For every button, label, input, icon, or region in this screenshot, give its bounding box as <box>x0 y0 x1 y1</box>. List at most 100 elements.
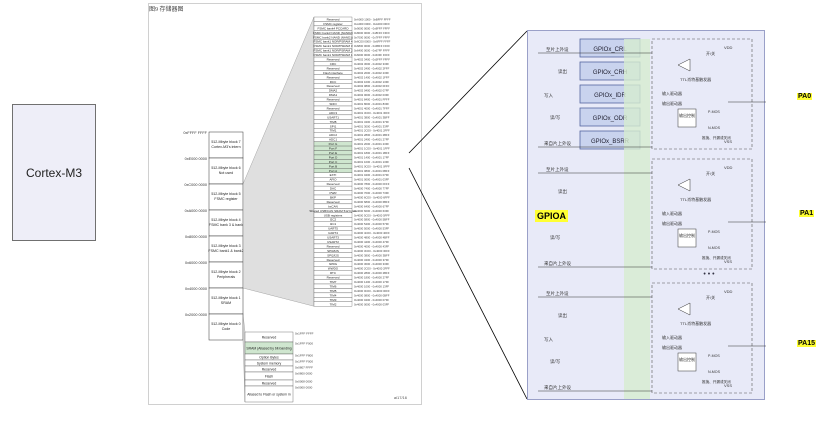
label-on-off: 开/关 <box>706 50 715 56</box>
periph-address: 0x4001 2800 - 0x4001 2BFF <box>354 133 390 137</box>
periph-address: 0x4001 3C00 - 0x4001 3FFF <box>354 111 390 115</box>
periph-name: IWDG <box>329 262 338 266</box>
periph-address: 0x7000 0000 - 0x7FFF FFFF <box>354 35 390 39</box>
periph-name: EXTI <box>330 173 337 177</box>
periph-name: Reserved <box>327 75 340 79</box>
memory-block-address: 0x2000 0000 <box>185 313 207 317</box>
periph-address: 0x4000 1400 - 0x4000 17FF <box>354 280 389 284</box>
memory-map-title: 图9 存储器图 <box>149 7 184 13</box>
periph-name: Reserved <box>327 98 340 102</box>
periph-address: 0x4000 4C00 - 0x4000 4FFF <box>354 231 390 235</box>
label-pull-up: 至片上外设 <box>546 46 569 53</box>
memory-block-label: 512-Mbyte block 2 <box>211 270 240 274</box>
periph-name: USB registers <box>324 213 343 217</box>
label-output-ctrl: 输出控制 <box>679 232 695 238</box>
periph-name: FSMC bank1 NOR/PSRAM 3 <box>313 44 352 48</box>
label-read: 读出 <box>558 188 567 195</box>
code-region-address: 0x0000 0000 <box>295 386 313 390</box>
register-label: GPIOx_IDR <box>594 93 626 99</box>
periph-address: 0x4001 0800 - 0x4001 0BFF <box>354 169 390 173</box>
memory-block-address: 0xFFFF FFFF <box>183 131 207 135</box>
label-schmitt: TTL肖特基触发器 <box>680 320 711 326</box>
periph-name: Flash interface <box>323 71 343 75</box>
periph-name: Port C <box>329 160 338 164</box>
gpioa-label: GPIOA <box>535 210 569 222</box>
periph-name: Reserved <box>327 244 340 248</box>
memory-block-label: 512-Mbyte block 6 <box>211 166 240 170</box>
periph-name: Reserved <box>327 182 340 186</box>
output-control-box <box>677 352 697 372</box>
memory-block-label-2: FSMC register <box>214 197 238 201</box>
periph-name: Port A <box>329 169 337 173</box>
periph-name: FSMC bank4 PCCARD <box>317 26 349 30</box>
periph-name: SPI1 <box>330 124 337 128</box>
periph-name: RTC <box>330 271 337 275</box>
periph-name: Port G <box>329 142 338 146</box>
periph-name: USART2 <box>327 240 339 244</box>
label-read: 读出 <box>558 312 567 319</box>
periph-address: 0x8000 0000 - 0x8FFF FFFF <box>354 31 390 35</box>
code-region-label: SRAM (Aliased by bit-banding <box>246 346 291 350</box>
periph-address: 0x4000 7400 - 0x4000 77FF <box>354 187 389 191</box>
label-pmos: P-MOS <box>708 110 720 114</box>
periph-name: AFIO <box>329 178 337 182</box>
label-input-driver: 输入驱动器 <box>662 90 682 96</box>
periph-name: Reserved <box>327 258 340 262</box>
periph-address: 0x4000 6000 - 0x4000 63FF <box>354 209 389 213</box>
periph-name: Reserved <box>327 66 340 70</box>
memory-block-label: 512-Mbyte block 4 <box>211 218 240 222</box>
pin-pa0-label: PA0 <box>797 93 813 100</box>
periph-name: ADC2 <box>329 133 337 137</box>
port-section-outline <box>651 158 753 270</box>
memory-block-address: 0xC000 0000 <box>184 183 207 187</box>
periph-address: 0x4000 4800 - 0x4000 4BFF <box>354 236 390 240</box>
code-region-address: 0x0008 0000 <box>295 380 313 384</box>
periph-name: TIM6 <box>330 284 337 288</box>
memory-block <box>208 131 244 159</box>
memory-block <box>208 313 244 341</box>
output-control-box <box>677 108 697 128</box>
periph-row <box>313 301 353 307</box>
periph-address: 0x4001 2C00 - 0x4001 2FFF <box>354 129 390 133</box>
periph-name: WWDG <box>328 267 339 271</box>
periph-address: 0x4000 5800 - 0x4000 5BFF <box>354 218 390 222</box>
periph-address: 0x6800 0000 - 0x6BFF FFFF <box>354 44 390 48</box>
code-region-address: 0x1FFF F800 <box>295 354 313 358</box>
code-region-label: System memory <box>257 361 282 365</box>
periph-address: 0x4001 1400 - 0x4001 17FF <box>354 155 389 159</box>
memory-block-label-2: FSMC bank1 & bank2 <box>208 249 243 253</box>
periph-address: 0x4002 0800 - 0x4002 0FFF <box>354 84 390 88</box>
periph-name: RCC <box>330 80 337 84</box>
label-pmos: P-MOS <box>708 230 720 234</box>
label-nmos: N-MOS <box>708 370 721 374</box>
label-vss: VSS <box>724 259 732 264</box>
label-vdd: VDD <box>724 165 733 170</box>
register-label: GPIOx_ODR <box>593 116 628 122</box>
label-write: 写入 <box>544 337 553 343</box>
bus-strip <box>624 39 650 399</box>
label-vdd: VDD <box>724 45 733 50</box>
cortex-m3-block: Cortex-M3 <box>12 104 96 241</box>
port-section-outline <box>651 38 753 150</box>
label-push-pull: 推挽、开漏或关闭 <box>702 379 731 384</box>
memory-block-address: 0x6000 0000 <box>185 261 207 265</box>
periph-name: UART4 <box>328 231 338 235</box>
periph-address: 0x4002 2400 - 0x4002 2FFF <box>354 66 390 70</box>
memory-map-drawing: 512-Mbyte block 7 Cortex-M3's intern0xFF… <box>183 16 391 403</box>
periph-address: 0x4002 1000 - 0x4002 13FF <box>354 80 389 84</box>
periph-name: I2C1 <box>330 222 337 226</box>
periph-address: 0x4002 3000 - 0x4002 33FF <box>354 62 389 66</box>
periph-address: 0x4000 3000 - 0x4000 33FF <box>354 262 389 266</box>
periph-address: 0x4000 3C00 - 0x4000 3FFF <box>354 249 390 253</box>
periph-address: 0x9000 0000 - 0x9FFF FFFF <box>354 26 390 30</box>
periph-name: Reserved <box>327 84 340 88</box>
periph-name: SPI2/I2S <box>327 253 339 257</box>
periph-name: DMA2 <box>329 89 338 93</box>
memory-block-label: 512-Mbyte block 5 <box>211 192 240 196</box>
periph-address: 0x4001 0400 - 0x4001 07FF <box>354 173 389 177</box>
label-output-driver: 输出驱动器 <box>662 220 682 226</box>
pin-pa15-label: PA15 <box>797 340 816 347</box>
periph-name: I2C2 <box>330 218 337 222</box>
periph-name: FSMC bank1 NOR/PSRAM 2 <box>313 49 352 53</box>
